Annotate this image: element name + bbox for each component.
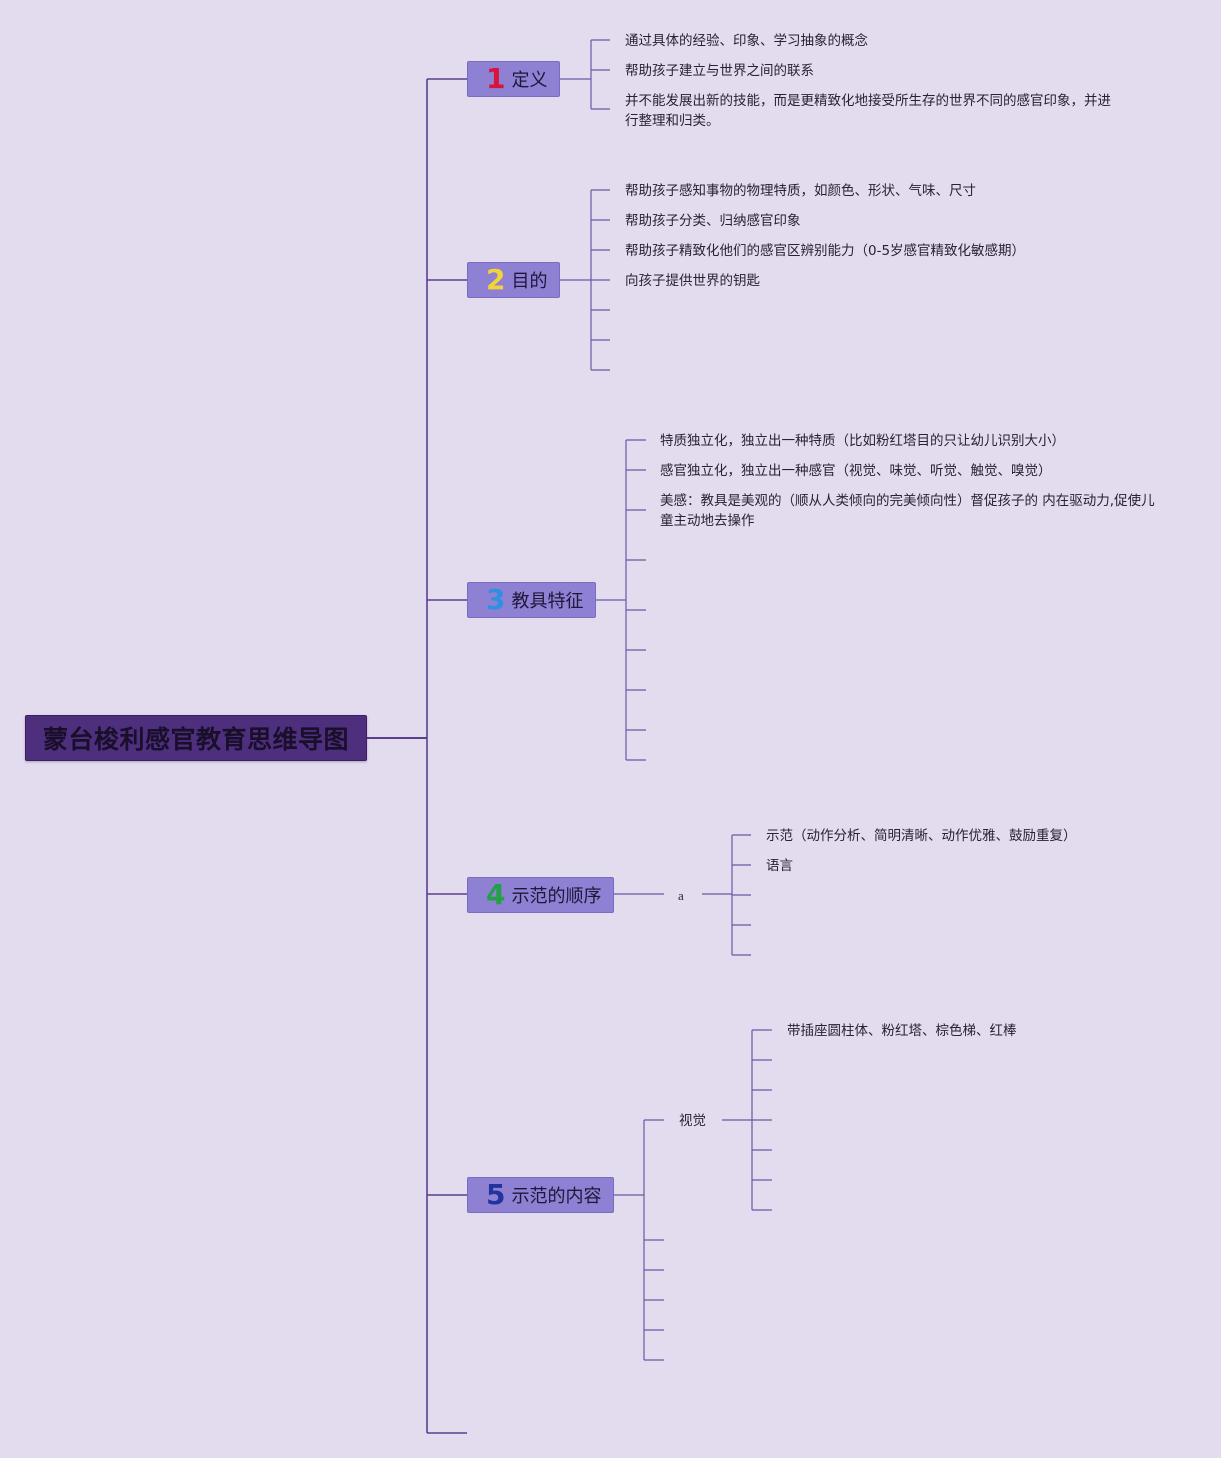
topic-number-2: 2 (486, 263, 506, 296)
topic-title: 定义 (511, 70, 548, 91)
topic-demo-order[interactable]: 4 示范的顺序 (467, 877, 614, 913)
leaf-item[interactable]: 特质独立化，独立出一种特质（比如粉红塔目的只让幼儿识别大小） (660, 433, 1065, 449)
topic-purpose[interactable]: 2 目的 (467, 262, 560, 298)
topic-number-3: 3 (486, 583, 506, 616)
topic-title: 目的 (511, 271, 548, 292)
leaf-item[interactable]: 帮助孩子精致化他们的感官区辨别能力（0-5岁感官精致化敏感期） (625, 243, 1026, 259)
leaf-item[interactable]: 感官独立化，独立出一种感官（视觉、味觉、听觉、触觉、嗅觉） (660, 463, 1052, 479)
leaf-item[interactable]: 帮助孩子分类、归纳感官印象 (625, 213, 801, 229)
topic-number-4: 4 (486, 878, 506, 911)
root-topic[interactable]: 蒙台梭利感官教育思维导图 (25, 715, 367, 761)
topic-materials-features[interactable]: 3 教具特征 (467, 582, 596, 618)
root-title: 蒙台梭利感官教育思维导图 (42, 725, 349, 754)
leaf-item[interactable]: 示范（动作分析、简明清晰、动作优雅、鼓励重复） (766, 828, 1077, 844)
topic-demo-content[interactable]: 5 示范的内容 (467, 1177, 614, 1213)
topic-number-1: 1 (486, 62, 506, 95)
leaf-item[interactable]: 向孩子提供世界的钥匙 (625, 273, 760, 289)
leaf-item[interactable]: 通过具体的经验、印象、学习抽象的概念 (625, 33, 868, 49)
topic-number-5: 5 (486, 1178, 506, 1211)
topic-title: 教具特征 (511, 591, 584, 612)
leaf-item[interactable]: 带插座圆柱体、粉红塔、棕色梯、红棒 (787, 1023, 1017, 1039)
leaf-item[interactable]: 语言 (766, 858, 793, 874)
leaf-item[interactable]: 美感：教具是美观的（顺从人类倾向的完美倾向性）督促孩子的 内在驱动力,促使儿童主… (660, 493, 1155, 529)
subtopic-a[interactable]: a (678, 888, 684, 903)
subtopic-vision[interactable]: 视觉 (679, 1113, 706, 1129)
leaf-item[interactable]: 帮助孩子建立与世界之间的联系 (625, 63, 814, 79)
leaf-item[interactable]: 并不能发展出新的技能，而是更精致化地接受所生存的世界不同的感官印象，并进行整理和… (625, 93, 1111, 129)
leaf-item[interactable]: 帮助孩子感知事物的物理特质，如颜色、形状、气味、尺寸 (625, 183, 976, 199)
topic-title: 示范的内容 (511, 1186, 602, 1207)
topic-definition[interactable]: 1 定义 (467, 61, 560, 97)
topic-title: 示范的顺序 (511, 886, 602, 907)
